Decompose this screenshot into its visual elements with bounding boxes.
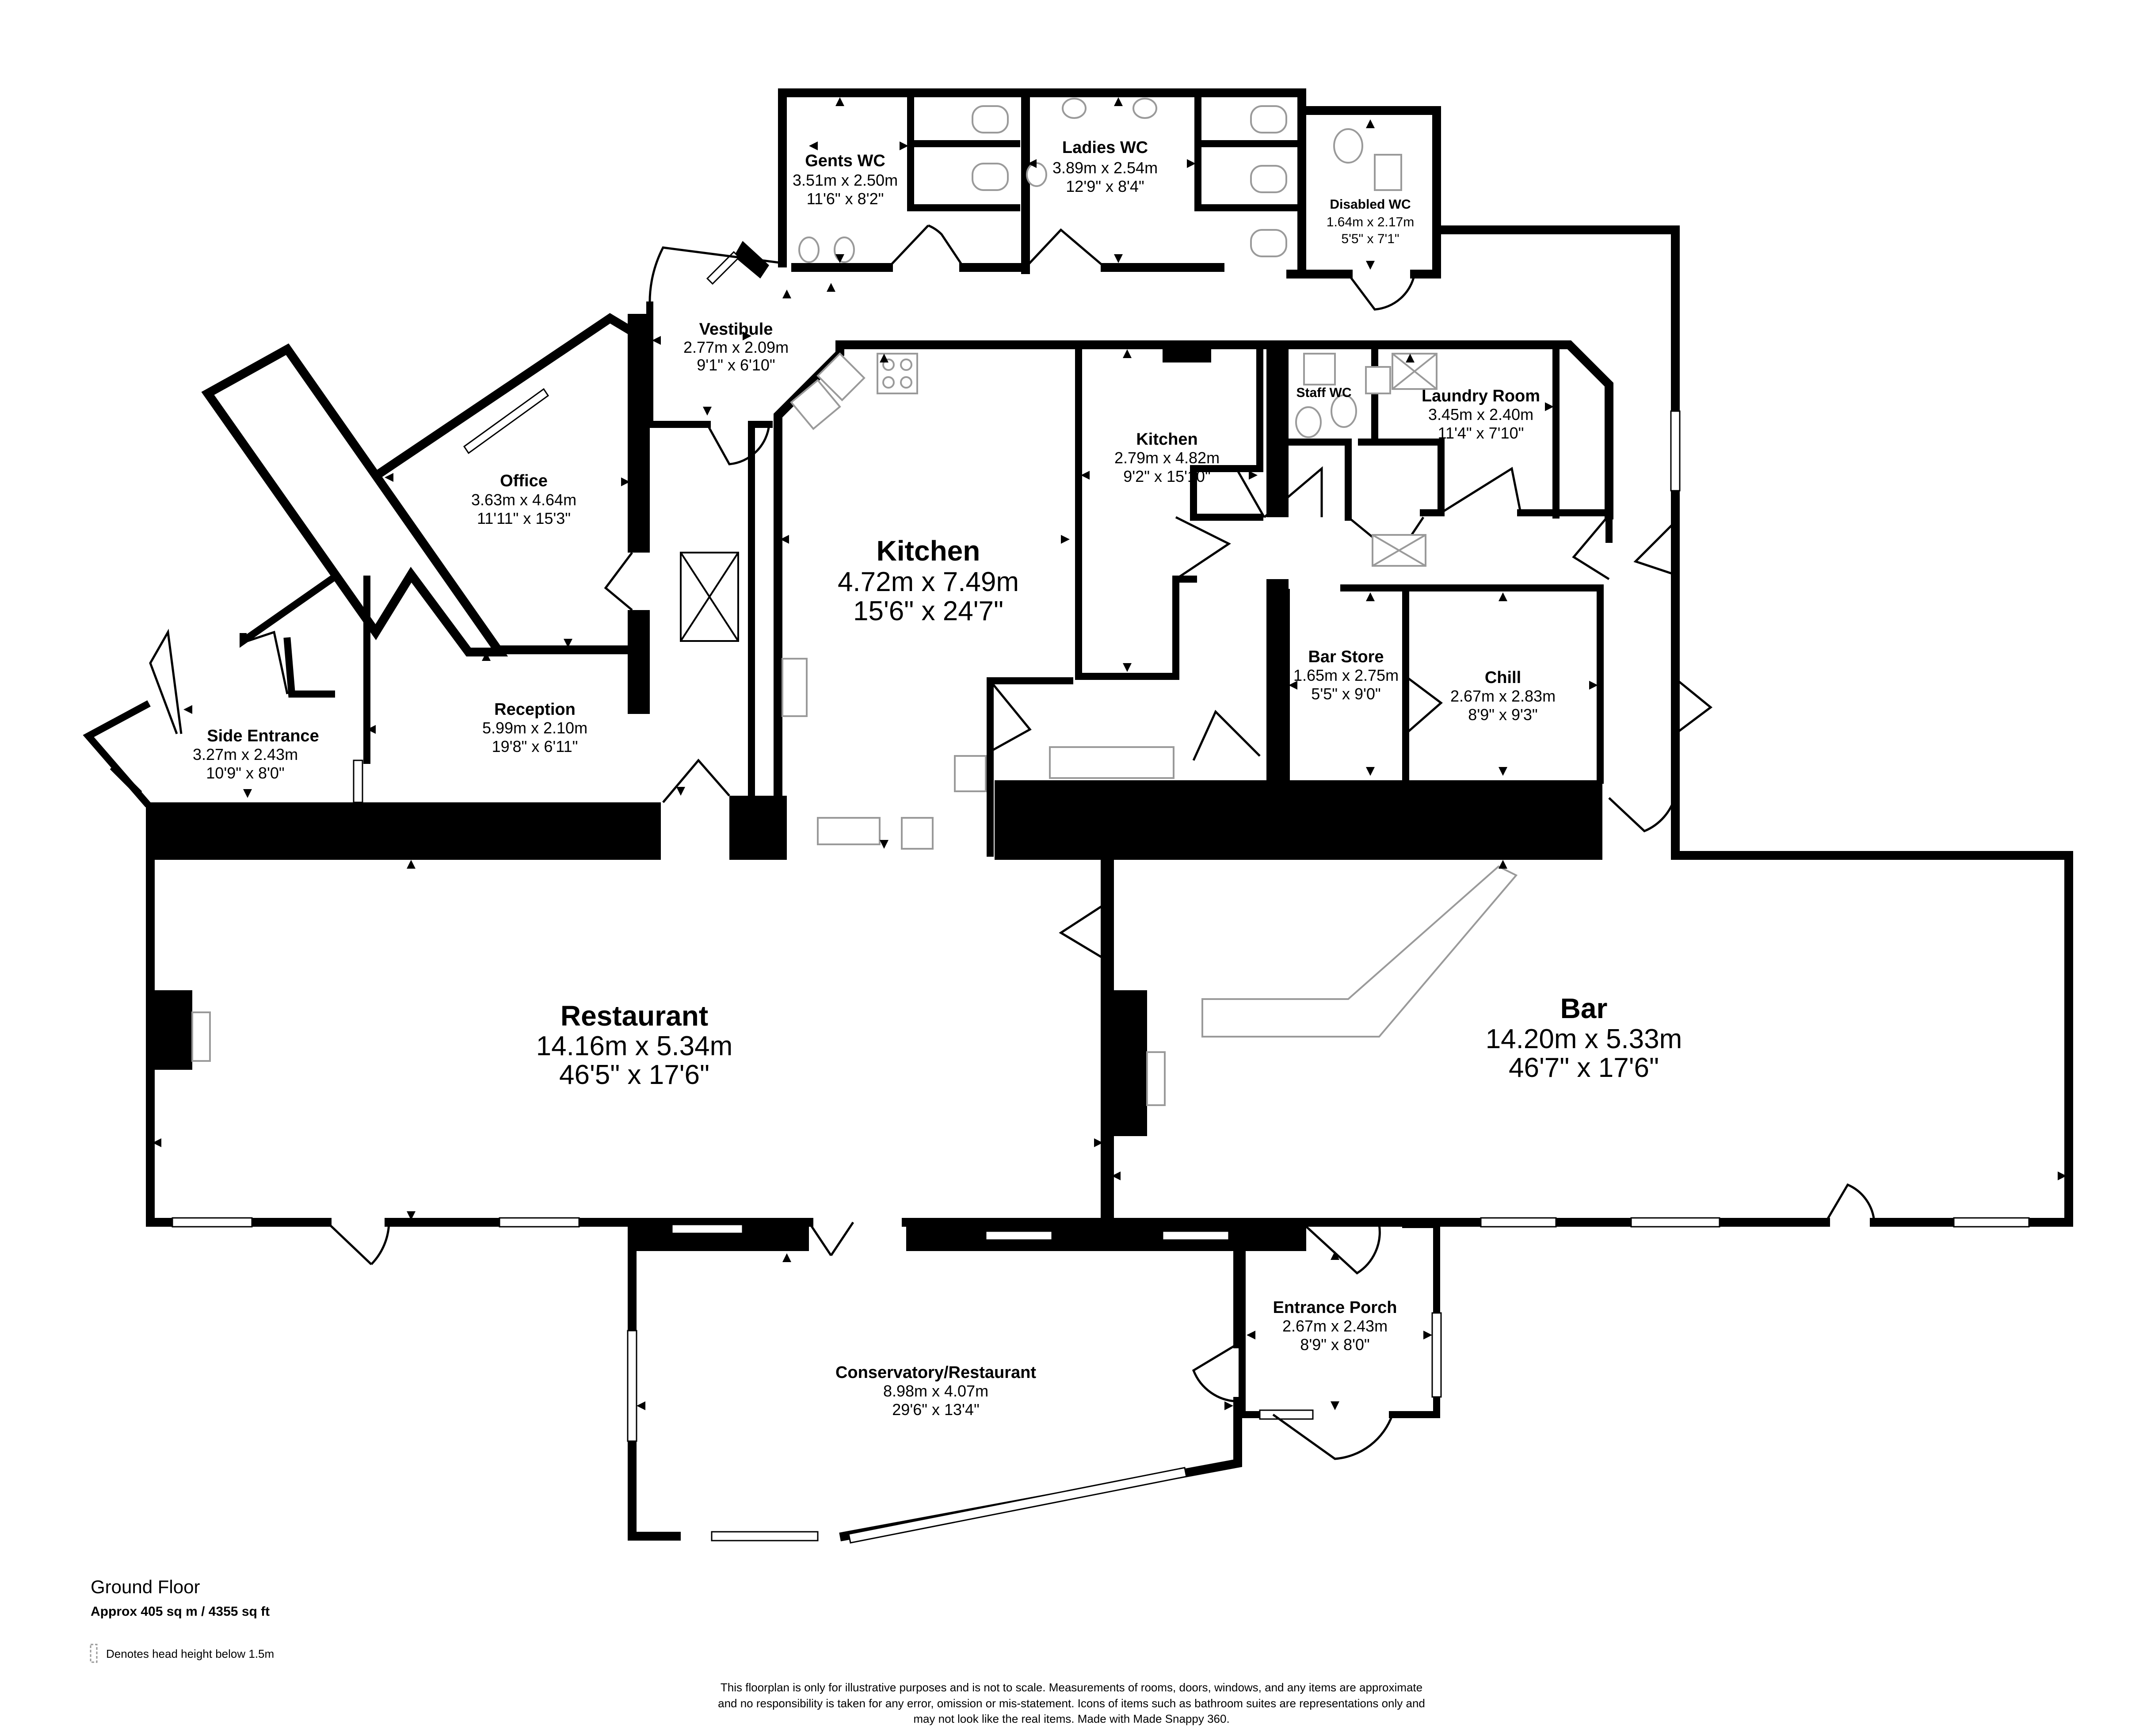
- room-reception: Reception 5.99m x 2.10m 19'8" x 6'11": [482, 700, 587, 755]
- room-name: Laundry Room: [1422, 387, 1540, 405]
- windows: [172, 251, 2030, 1544]
- room-laundry-room: Laundry Room 3.45m x 2.40m 11'4" x 7'10": [1422, 387, 1540, 442]
- head-height-note: Denotes head height below 1.5m: [106, 1647, 274, 1660]
- room-imperial: 9'2" x 15'10": [1123, 467, 1210, 485]
- room-metric: 3.51m x 2.50m: [793, 171, 898, 189]
- doors: [149, 224, 1876, 1460]
- bar-counter: [1049, 746, 1518, 1038]
- room-ladies-wc: Ladies WC 3.89m x 2.54m 12'9" x 8'4": [1052, 138, 1158, 195]
- room-name: Entrance Porch: [1273, 1298, 1397, 1317]
- room-imperial: 12'9" x 8'4": [1066, 177, 1144, 195]
- fireplaces: [191, 1011, 1166, 1106]
- room-imperial: 11'11" x 15'3": [477, 509, 571, 527]
- room-name: Conservatory/Restaurant: [835, 1363, 1036, 1382]
- room-imperial: 8'9" x 8'0": [1300, 1335, 1369, 1354]
- kitchen-equipment: [782, 352, 987, 850]
- wall-lines: [83, 88, 2073, 1541]
- room-imperial: 5'5" x 7'1": [1341, 232, 1399, 246]
- dimension-arrows: [153, 97, 2067, 1410]
- head-height-key: [90, 1644, 98, 1663]
- room-name: Gents WC: [805, 152, 885, 170]
- room-metric: 8.98m x 4.07m: [883, 1382, 988, 1400]
- room-imperial: 11'6" x 8'2": [807, 190, 884, 208]
- room-imperial: 46'5" x 17'6": [559, 1060, 709, 1090]
- room-staff-wc: Staff WC: [1296, 385, 1352, 400]
- room-metric: 1.64m x 2.17m: [1327, 215, 1414, 229]
- room-name: Bar Store: [1308, 648, 1384, 666]
- room-name: Office: [500, 472, 548, 490]
- room-imperial: 5'5" x 9'0": [1311, 685, 1380, 703]
- room-imperial: 46'7" x 17'6": [1509, 1053, 1659, 1083]
- room-metric: 2.79m x 4.82m: [1114, 449, 1220, 467]
- disclaimer-line-2: and no responsibility is taken for any e…: [718, 1697, 1425, 1710]
- room-entrance-porch: Entrance Porch 2.67m x 2.43m 8'9" x 8'0": [1273, 1298, 1397, 1354]
- room-bar: Bar 14.20m x 5.33m 46'7" x 17'6": [1486, 992, 1682, 1083]
- disclaimer-line-3: may not look like the real items. Made w…: [913, 1712, 1229, 1725]
- room-metric: 3.27m x 2.43m: [193, 745, 298, 763]
- room-name: Restaurant: [561, 1000, 708, 1032]
- room-name: Kitchen: [877, 535, 980, 567]
- room-name: Reception: [494, 700, 576, 719]
- disclaimer-line-1: This floorplan is only for illustrative …: [721, 1681, 1422, 1694]
- room-name: Bar: [1560, 992, 1608, 1024]
- legend: Ground Floor Approx 405 sq m / 4355 sq f…: [90, 1576, 274, 1663]
- room-kitchen-small: Kitchen 2.79m x 4.82m 9'2" x 15'10": [1114, 430, 1220, 485]
- floor-area: Approx 405 sq m / 4355 sq ft: [91, 1604, 270, 1619]
- room-conservatory: Conservatory/Restaurant 8.98m x 4.07m 29…: [835, 1363, 1036, 1419]
- room-name: Chill: [1485, 668, 1521, 687]
- room-name: Kitchen: [1136, 430, 1197, 449]
- room-metric: 3.63m x 4.64m: [471, 491, 576, 509]
- room-side-entrance: Side Entrance 3.27m x 2.43m 10'9" x 8'0": [193, 727, 319, 782]
- floor-name: Ground Floor: [91, 1576, 200, 1597]
- room-imperial: 9'1" x 6'10": [697, 356, 775, 374]
- room-imperial: 29'6" x 13'4": [892, 1400, 979, 1419]
- room-chill: Chill 2.67m x 2.83m 8'9" x 9'3": [1450, 668, 1556, 724]
- room-metric: 2.77m x 2.09m: [683, 338, 789, 356]
- room-vestibule: Vestibule 2.77m x 2.09m 9'1" x 6'10": [683, 320, 789, 374]
- room-office: Office 3.63m x 4.64m 11'11" x 15'3": [471, 472, 576, 527]
- room-kitchen-main: Kitchen 4.72m x 7.49m 15'6" x 24'7": [838, 535, 1019, 626]
- room-metric: 4.72m x 7.49m: [838, 567, 1019, 597]
- room-imperial: 15'6" x 24'7": [853, 596, 1003, 626]
- room-metric: 14.20m x 5.33m: [1486, 1024, 1682, 1054]
- room-bar-store: Bar Store 1.65m x 2.75m 5'5" x 9'0": [1293, 648, 1399, 703]
- room-metric: 1.65m x 2.75m: [1293, 666, 1399, 684]
- room-metric: 14.16m x 5.34m: [536, 1031, 733, 1061]
- room-metric: 5.99m x 2.10m: [482, 719, 587, 737]
- room-name: Vestibule: [699, 320, 773, 339]
- room-metric: 3.89m x 2.54m: [1052, 159, 1158, 177]
- room-imperial: 10'9" x 8'0": [206, 764, 284, 782]
- room-metric: 2.67m x 2.83m: [1450, 687, 1556, 705]
- room-name: Disabled WC: [1330, 197, 1411, 212]
- skylights: [680, 353, 1438, 642]
- disclaimer: This floorplan is only for illustrative …: [718, 1681, 1425, 1725]
- room-imperial: 8'9" x 9'3": [1468, 706, 1537, 724]
- room-restaurant: Restaurant 14.16m x 5.34m 46'5" x 17'6": [536, 1000, 733, 1090]
- room-metric: 3.45m x 2.40m: [1428, 405, 1533, 424]
- room-name: Ladies WC: [1062, 138, 1148, 157]
- room-name: Staff WC: [1296, 385, 1352, 400]
- room-imperial: 19'8" x 6'11": [492, 737, 578, 755]
- room-name: Side Entrance: [207, 727, 319, 745]
- sanitary-fixtures: [798, 98, 1402, 438]
- room-gents-wc: Gents WC 3.51m x 2.50m 11'6" x 8'2": [793, 152, 898, 208]
- room-imperial: 11'4" x 7'10": [1438, 424, 1524, 442]
- room-metric: 2.67m x 2.43m: [1282, 1317, 1388, 1335]
- room-disabled-wc: Disabled WC 1.64m x 2.17m 5'5" x 7'1": [1327, 197, 1414, 246]
